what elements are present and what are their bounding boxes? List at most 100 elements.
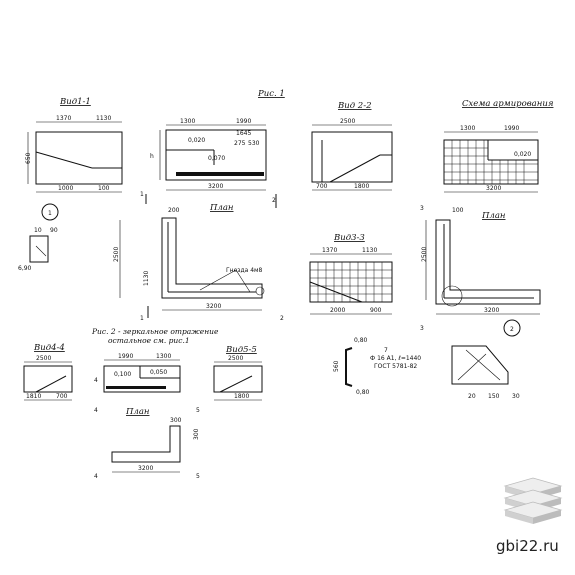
section-3-bottom: 3: [420, 325, 424, 332]
plan-bottom: План 300 3200 300 4 4 5 5: [94, 407, 200, 480]
dim-pr-100: 100: [452, 207, 464, 214]
mesh-3-3: [310, 262, 392, 302]
dim-1000: 1000: [58, 185, 73, 192]
plan-right: План 100 2500 3200 3 3: [420, 205, 541, 332]
view-1-1: Вид1-1 1370 1130 650 1000 100: [25, 97, 123, 193]
dim-rebar-080: 0,80: [354, 337, 368, 344]
section-1-label: 1: [140, 191, 144, 198]
dim-c1-690: 6,90: [18, 265, 32, 272]
dim-v33-1130: 1130: [362, 247, 377, 254]
detail-2: 2 150 20 30: [451, 319, 521, 400]
dim-pr-2500: 2500: [421, 247, 428, 262]
rebar-position-7: 7: [384, 347, 388, 354]
nail-holes-label: Гнезда 4м8: [226, 267, 263, 274]
section-5-top: 5: [196, 407, 200, 414]
dim-m-1300: 1300: [156, 353, 171, 360]
figure-1: Рис. 1 1300 1990 1645 0,020 275 530 0,07…: [140, 89, 285, 208]
dim-c1-10: 10: [34, 227, 42, 234]
view-2-2-title: Вид 2-2: [337, 101, 372, 111]
dim-v44-1810: 1810: [26, 393, 41, 400]
dim-2500: 2500: [340, 118, 355, 125]
section-4-bottom: 4: [94, 473, 98, 480]
rebar-gost: ГОСТ 5781-82: [374, 363, 417, 370]
dim-c2-30: 30: [512, 393, 520, 400]
dim-m-1990: 1990: [118, 353, 133, 360]
plan-main: План 200 2500 1130 Гнезда 4м8 3200 1 2: [113, 203, 284, 322]
section-4-mid: 4: [94, 377, 98, 384]
plan-bottom-title: План: [125, 407, 150, 417]
rebar-mesh: [444, 140, 538, 184]
dim-plan-2500: 2500: [113, 247, 120, 262]
detail-1-marker: [41, 203, 59, 221]
figure-1-title: Рис. 1: [257, 89, 285, 99]
dim-c2-20: 20: [468, 393, 476, 400]
embedded-plate: [176, 172, 264, 176]
dim-1370: 1370: [56, 115, 71, 122]
dim-r-1990: 1990: [504, 125, 519, 132]
dim-rebar-080-b: 0,80: [356, 389, 370, 396]
view-3-3-title: Вид3-3: [333, 233, 365, 243]
section-5-bottom: 5: [196, 473, 200, 480]
rebar-detail: 560 0,80 7 Ф 16 А1, ℓ=1440 ГОСТ 5781-82 …: [333, 337, 421, 396]
reinforcement-scheme: Схема армирования 1300 1990 0,020 3200: [443, 99, 554, 193]
section-2-lower: 2: [280, 315, 284, 322]
dim-pb-3200: 3200: [138, 465, 153, 472]
view-3-3: Вид3-3 1370 1130 2000 900: [309, 233, 393, 315]
dim-3200: 3200: [208, 183, 223, 190]
dim-pb-300: 300: [170, 417, 182, 424]
detail-1-number: 1: [48, 210, 52, 217]
elev-0020: 0,020: [188, 137, 205, 144]
view-5-5: Вид5-5 2500 1800: [213, 345, 263, 401]
dim-v33-1370: 1370: [322, 247, 337, 254]
dim-650: 650: [25, 152, 32, 164]
dim-v33-2000: 2000: [330, 307, 345, 314]
section-3-top: 3: [420, 205, 424, 212]
mirror-elevation: 1990 1300 0,100 0,050 4: [94, 353, 181, 393]
dim-c2-150: 150: [488, 393, 500, 400]
dim-1300: 1300: [180, 118, 195, 125]
figure-2-note: остальное см. рис.1: [108, 336, 190, 345]
view-5-5-title: Вид5-5: [225, 345, 257, 355]
detail-2-number: 2: [510, 326, 514, 333]
dim-r-3200: 3200: [486, 185, 501, 192]
plan-main-title: План: [209, 203, 234, 213]
elev-m-0100: 0,100: [114, 371, 131, 378]
watermark: gbi22.ru: [496, 537, 559, 555]
dim-pb-300-right: 300: [193, 428, 200, 440]
elev-0070: 0,070: [208, 155, 225, 162]
dim-v55-2500: 2500: [228, 355, 243, 362]
dim-530: 530: [248, 140, 260, 147]
elev-m-0050: 0,050: [150, 369, 167, 376]
dim-rebar-560: 560: [333, 360, 340, 372]
dim-plan-3200: 3200: [206, 303, 221, 310]
section-4-top: 4: [94, 407, 98, 414]
dim-700: 700: [316, 183, 328, 190]
dim-r-1300: 1300: [460, 125, 475, 132]
plan-right-title: План: [481, 211, 506, 221]
reinforcement-title: Схема армирования: [462, 99, 554, 109]
view-1-1-title: Вид1-1: [59, 97, 91, 107]
figure-2-title: Рис. 2 - зеркальное отражение: [91, 327, 219, 336]
detail-1: 1 10 90 6,90: [18, 203, 59, 272]
view-2-2: Вид 2-2 2500 700 1800: [311, 101, 393, 191]
view-4-4: Вид4-4 2500 1810 700: [23, 343, 73, 401]
elev-r-0020: 0,020: [514, 151, 531, 158]
dim-v44-2500: 2500: [36, 355, 51, 362]
detail-2-marker: [503, 319, 521, 337]
dim-v33-900: 900: [370, 307, 382, 314]
view-4-4-title: Вид4-4: [33, 343, 65, 353]
stacked-slabs-icon: [503, 477, 563, 524]
section-1-lower: 1: [140, 315, 144, 322]
dim-1645: 1645: [236, 130, 251, 137]
dim-v44-700: 700: [56, 393, 68, 400]
dim-c1-90: 90: [50, 227, 58, 234]
dim-100: 100: [98, 185, 110, 192]
dim-pr-3200: 3200: [484, 307, 499, 314]
dim-275: 275: [234, 140, 246, 147]
rebar-spec: Ф 16 А1, ℓ=1440: [370, 355, 421, 362]
dim-v55-1800: 1800: [234, 393, 249, 400]
section-2-label: 2: [272, 197, 276, 204]
dim-1800: 1800: [354, 183, 369, 190]
